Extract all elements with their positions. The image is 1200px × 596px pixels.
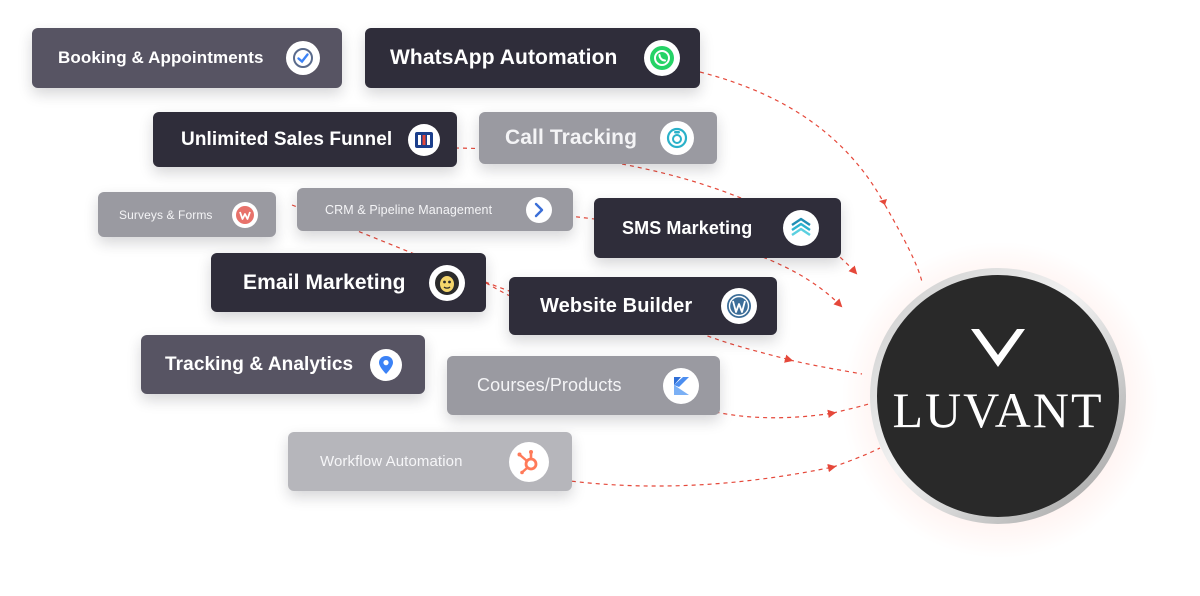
location-pin-icon xyxy=(370,348,402,381)
luvant-logo: LUVANT xyxy=(877,275,1119,517)
feature-label: CRM & Pipeline Management xyxy=(325,202,493,217)
feature-email-marketing[interactable]: Email Marketing xyxy=(211,253,486,312)
feature-tracking-analytics[interactable]: Tracking & Analytics xyxy=(141,335,425,394)
kajabi-icon xyxy=(663,367,699,404)
feature-label: Surveys & Forms xyxy=(119,207,213,222)
feature-crm-pipeline[interactable]: CRM & Pipeline Management xyxy=(297,188,573,231)
connector-workflow xyxy=(547,463,837,487)
feature-label: Courses/Products xyxy=(477,375,622,395)
feature-call-tracking[interactable]: Call Tracking xyxy=(479,112,717,164)
brand-name: LUVANT xyxy=(892,382,1104,438)
hubspot-icon xyxy=(509,441,549,482)
forms-w-icon xyxy=(232,201,258,228)
feature-label: Email Marketing xyxy=(243,270,406,294)
mailchimp-icon xyxy=(429,264,465,301)
funnel-builder-icon xyxy=(408,123,440,156)
logo-v-mark xyxy=(971,329,1025,367)
feature-label: Booking & Appointments xyxy=(58,48,264,67)
feature-label: Tracking & Analytics xyxy=(165,353,354,375)
feature-sms-marketing[interactable]: SMS Marketing xyxy=(594,198,841,258)
feature-surveys-forms[interactable]: Surveys & Forms xyxy=(98,192,276,237)
feature-label: Workflow Automation xyxy=(320,453,463,470)
feature-label: Website Builder xyxy=(540,294,693,317)
feature-booking-appointments[interactable]: Booking & Appointments xyxy=(32,28,342,88)
feature-label: Call Tracking xyxy=(505,126,638,149)
feature-workflow-automation[interactable]: Workflow Automation xyxy=(288,432,572,491)
connector-email xyxy=(485,282,511,297)
feature-courses-products[interactable]: Courses/Products xyxy=(447,356,720,415)
call-tracking-icon xyxy=(660,121,694,155)
feature-website-builder[interactable]: Website Builder xyxy=(509,277,777,335)
wordpress-icon xyxy=(721,288,757,324)
calendar-check-icon xyxy=(286,41,320,75)
sms-stack-icon xyxy=(783,210,819,246)
connector-whatsapp xyxy=(699,71,886,206)
feature-label: WhatsApp Automation xyxy=(390,46,618,69)
feature-unlimited-sales-funnel[interactable]: Unlimited Sales Funnel xyxy=(153,112,457,167)
whatsapp-icon xyxy=(644,40,680,76)
feature-label: Unlimited Sales Funnel xyxy=(181,128,393,150)
feature-label: SMS Marketing xyxy=(622,217,753,238)
feature-whatsapp-automation[interactable]: WhatsApp Automation xyxy=(365,28,700,88)
pipeline-arrow-icon xyxy=(526,196,552,223)
